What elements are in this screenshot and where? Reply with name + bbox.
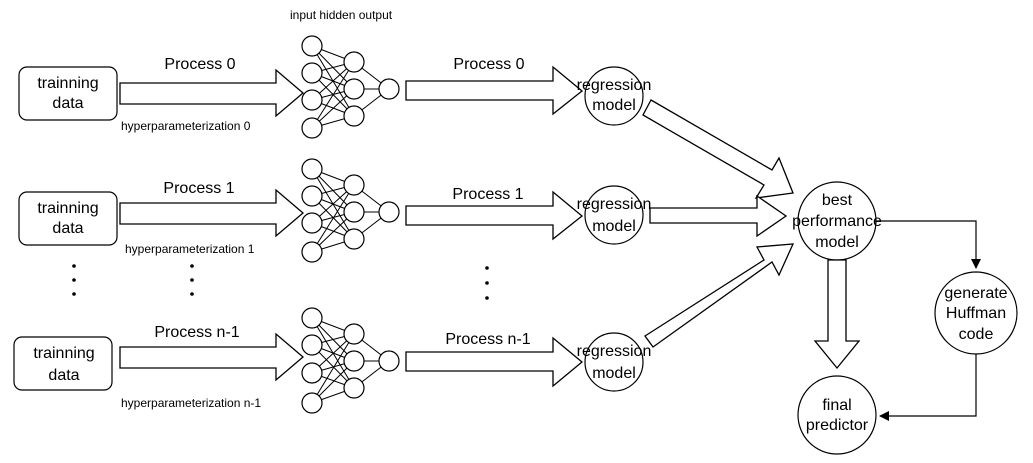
layer-header: input hidden output: [290, 8, 393, 22]
output-node: [378, 350, 400, 372]
connector-best-to-huffman: [876, 220, 981, 269]
input-node: [301, 89, 323, 111]
input-node: [301, 307, 323, 329]
process-out-label: Process n-1: [445, 331, 530, 348]
input-node: [301, 117, 323, 139]
input-node: [301, 158, 323, 180]
huffman-label: generate: [944, 285, 1007, 302]
converge-arrow-middle: [649, 194, 788, 238]
process-arrow-out: [405, 190, 584, 241]
training-data-box: [18, 66, 118, 121]
process-arrow-out: [405, 65, 584, 116]
hyperparam-label: hyperparameterization 0: [121, 119, 251, 133]
neural-net: [301, 35, 400, 139]
process-arrow-in: [119, 332, 305, 382]
process-out-label: Process 1: [452, 186, 523, 203]
training-data-label-2: data: [52, 95, 83, 112]
row-n-1: trainning data Process n-1 hyperparamete…: [13, 307, 652, 414]
regression-model-node: [584, 185, 644, 245]
input-node: [301, 241, 323, 263]
training-data-box: [18, 191, 118, 246]
input-node: [301, 334, 323, 356]
converge-arrow-top: [642, 99, 794, 199]
hidden-node: [343, 174, 365, 196]
regression-model-label: regression: [577, 77, 652, 94]
converge-arrow-bottom: [644, 243, 795, 348]
input-node: [301, 185, 323, 207]
input-node: [301, 62, 323, 84]
regression-model-label-2: model: [592, 97, 636, 114]
training-data-label-2: data: [52, 220, 83, 237]
ellipsis-dots: [72, 264, 489, 300]
final-predictor-node: [797, 375, 877, 455]
neural-net: [301, 307, 400, 414]
neural-net: [301, 158, 400, 263]
regression-model-label-2: model: [592, 365, 636, 382]
hidden-node: [343, 228, 365, 250]
down-arrow: [813, 259, 861, 370]
hyperparam-label: hyperparameterization 1: [125, 242, 255, 256]
regression-model-label: regression: [577, 196, 652, 213]
hyperparam-label: hyperparameterization n-1: [121, 396, 261, 410]
hidden-node: [343, 201, 365, 223]
regression-model-label-2: model: [592, 218, 636, 235]
process-in-label: Process 1: [163, 180, 234, 197]
training-data-box: [13, 336, 113, 391]
training-data-label: trainning: [37, 200, 98, 217]
training-data-label: trainning: [37, 75, 98, 92]
connector-huffman-to-final: [879, 354, 977, 421]
hidden-node: [343, 377, 365, 399]
hidden-node: [343, 78, 365, 100]
input-node: [301, 35, 323, 57]
huffman-label-3: code: [959, 326, 994, 343]
input-node: [301, 212, 323, 234]
process-arrow-in: [119, 68, 305, 118]
process-in-label: Process n-1: [154, 324, 239, 341]
process-out-label: Process 0: [453, 56, 524, 73]
process-arrow-out: [405, 336, 584, 388]
regression-model-node: [584, 66, 644, 126]
output-node: [378, 78, 400, 100]
final-predictor-label-2: predictor: [806, 417, 869, 434]
regression-model-node: [584, 332, 644, 392]
process-arrow-in: [119, 188, 305, 238]
hidden-node: [343, 350, 365, 372]
regression-model-label: regression: [577, 343, 652, 360]
process-in-label: Process 0: [164, 56, 235, 73]
input-node: [301, 362, 323, 384]
hidden-node: [343, 51, 365, 73]
training-data-label-2: data: [48, 367, 79, 384]
output-node: [378, 201, 400, 223]
huffman-label-2: Huffman: [946, 305, 1006, 322]
row-1: trainning data Process 1 hyperparameteri…: [18, 158, 652, 263]
final-predictor-label: final: [822, 397, 851, 414]
input-node: [301, 392, 323, 414]
training-data-label: trainning: [33, 345, 94, 362]
best-model-label-3: model: [815, 234, 859, 251]
best-model-label: best: [822, 192, 853, 209]
row-0: trainning data Process 0 hyperparameteri…: [18, 35, 652, 139]
hidden-node: [343, 323, 365, 345]
best-model-label-2: performance: [792, 213, 882, 230]
hidden-node: [343, 105, 365, 127]
